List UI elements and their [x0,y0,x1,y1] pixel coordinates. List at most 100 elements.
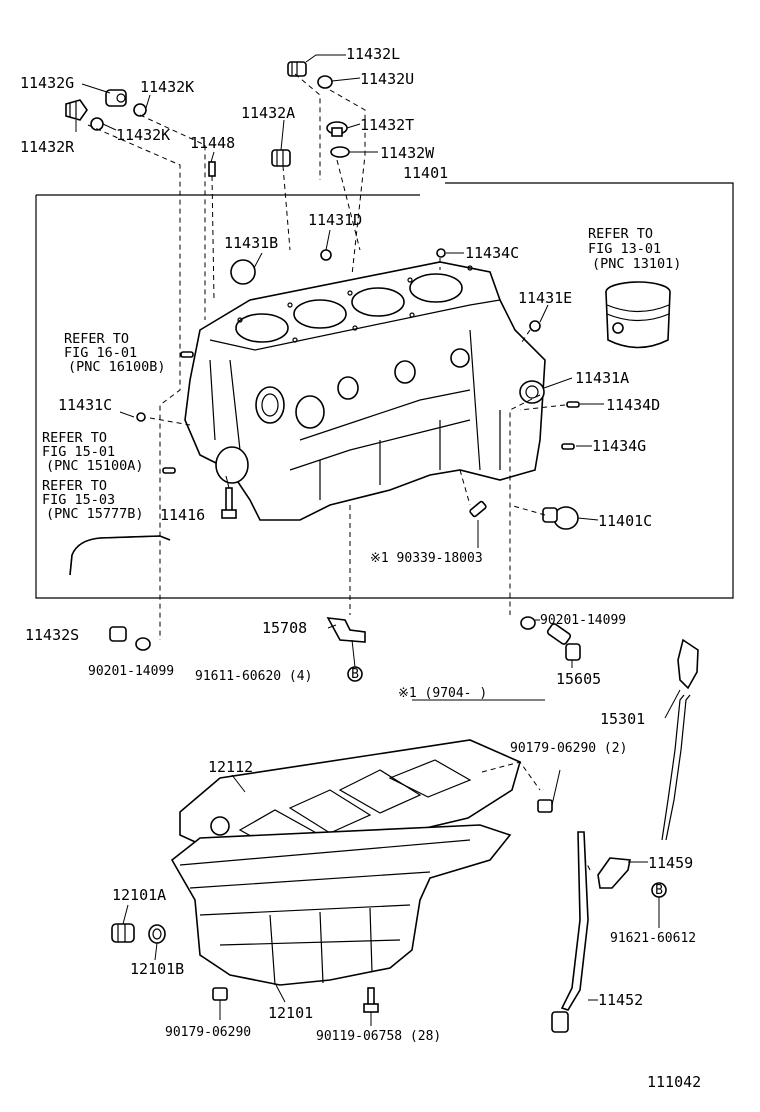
leader-lines [75,54,681,1026]
label-11432A: 11432A [241,104,295,122]
ref-13-01-line2: FIG 13-01 [588,241,661,257]
ref-15-03-line2: FIG 15-03 [42,492,115,508]
label-12101: 12101 [268,1004,313,1022]
stud-90339-18003[interactable] [469,500,487,518]
label-11432R: 11432R [20,138,75,156]
ref-13-01-line3: (PNC 13101) [592,256,681,272]
diagram-number: 111042 [647,1073,701,1091]
label-11431E: 11431E [518,289,572,307]
ref-15-01-line1: REFER TO [42,430,107,446]
label-11432K-mid: 11432K [116,126,170,144]
label-11401C: 11401C [598,512,652,530]
label-11432U: 11432U [360,70,414,88]
plug-11431B[interactable] [230,259,256,285]
gasket-90201-14099-right[interactable] [520,616,536,630]
cylinder-block-frame [35,182,734,599]
plug-11432T[interactable] [326,121,348,137]
plug-11401C[interactable] [542,506,579,530]
pin-11434G[interactable] [561,443,575,450]
label-11416: 11416 [160,506,205,524]
dipstick-15301[interactable] [661,638,699,841]
piston-ref-13-01[interactable] [605,281,671,349]
label-11431A: 11431A [575,369,629,387]
label-90119-06758: 90119-06758 (28) [316,1029,441,1044]
label-90179-06290-top: 90179-06290 (2) [510,741,627,756]
label-91621-60612: 91621-60612 [610,931,696,946]
bolt-90119-06758[interactable] [363,987,379,1013]
plug-11432L[interactable] [287,61,307,77]
label-11459: 11459 [648,854,693,872]
label-90339-18003: ※1 90339-18003 [370,551,483,566]
fitting-15605[interactable] [546,623,581,661]
bracket-15708[interactable] [326,617,366,643]
label-90179-06290-bottom: 90179-06290 [165,1025,251,1040]
gasket-11432U[interactable] [317,75,333,89]
label-11432L: 11432L [346,45,400,63]
ref-16-01-line3: (PNC 16100B) [68,359,166,375]
reference-notes: REFER TO FIG 13-01 (PNC 13101) REFER TO … [42,226,681,522]
gasket-12101B[interactable] [148,924,166,944]
ref-15-03-line3: (PNC 15777B) [46,506,144,522]
label-15301: 15301 [600,710,645,728]
plug-12101A[interactable] [111,923,135,943]
label-12101B: 12101B [130,960,184,978]
plug-11431D[interactable] [320,249,332,261]
ref-15-01-line3: (PNC 15100A) [46,458,144,474]
label-11434D: 11434D [606,396,660,414]
label-11432T: 11432T [360,116,414,134]
ref-13-01-line1: REFER TO [588,226,653,242]
label-9704: ※1 (9704- ) [398,686,487,701]
label-11431D: 11431D [308,211,362,229]
gasket-90201-14099-left[interactable] [135,637,151,651]
label-11432G: 11432G [20,74,74,92]
bolt-11416[interactable] [221,487,237,519]
label-11432K-top: 11432K [140,78,194,96]
label-15708: 15708 [262,619,307,637]
label-11434G: 11434G [592,437,646,455]
part-labels: 11432L 11432U 11432G 11432K 11432R 11432… [20,45,701,1091]
ref-15-03-line1: REFER TO [42,478,107,494]
plug-11432A[interactable] [271,149,291,167]
gasket-11432K-mid[interactable] [90,117,104,131]
dipstick-guide-11452[interactable] [551,831,589,1033]
circle-mark-b-1: B [351,667,359,682]
label-11431C: 11431C [58,396,112,414]
plug-11432G[interactable] [105,89,127,107]
label-11448: 11448 [190,134,235,152]
pin-11434C[interactable] [436,248,446,258]
circle-mark-b-2: B [655,883,663,898]
bolt-91621-60612[interactable]: B [651,882,667,898]
label-11432W: 11432W [380,144,435,162]
pin-11434D[interactable] [566,401,580,408]
bolt-91611-60620[interactable]: B [347,666,363,682]
label-11432S: 11432S [25,626,79,644]
pin-ref-15-01[interactable] [162,467,176,474]
oil-pan-12101[interactable] [170,824,512,986]
plug-11431E[interactable] [529,320,541,332]
label-11434C: 11434C [465,244,519,262]
label-90201-14099-right: 90201-14099 [540,613,626,628]
plug-11431C[interactable] [136,412,146,422]
label-12112: 12112 [208,758,253,776]
bolt-90179-06290-top[interactable] [537,799,553,813]
bracket-11459[interactable] [597,857,631,889]
gasket-11432W[interactable] [330,146,350,158]
ref-15-01-line2: FIG 15-01 [42,444,115,460]
pin-ref-16-01[interactable] [180,351,194,358]
ref-16-01-line2: FIG 16-01 [64,345,137,361]
label-91611-60620: 91611-60620 (4) [195,669,312,684]
plug-11432R[interactable] [65,99,88,121]
plug-11431A[interactable] [519,380,545,404]
pin-11448[interactable] [208,161,216,177]
label-12101A: 12101A [112,886,166,904]
gasket-11432K-top[interactable] [133,103,147,117]
label-11452: 11452 [598,991,643,1009]
label-11401: 11401 [403,164,448,182]
label-90201-14099-left: 90201-14099 [88,664,174,679]
nut-90179-06290-bottom[interactable] [212,987,228,1001]
dashed-lines [87,73,591,871]
plug-11432S[interactable] [109,626,127,642]
cylinder-block[interactable] [184,261,546,521]
label-11431B: 11431B [224,234,278,252]
